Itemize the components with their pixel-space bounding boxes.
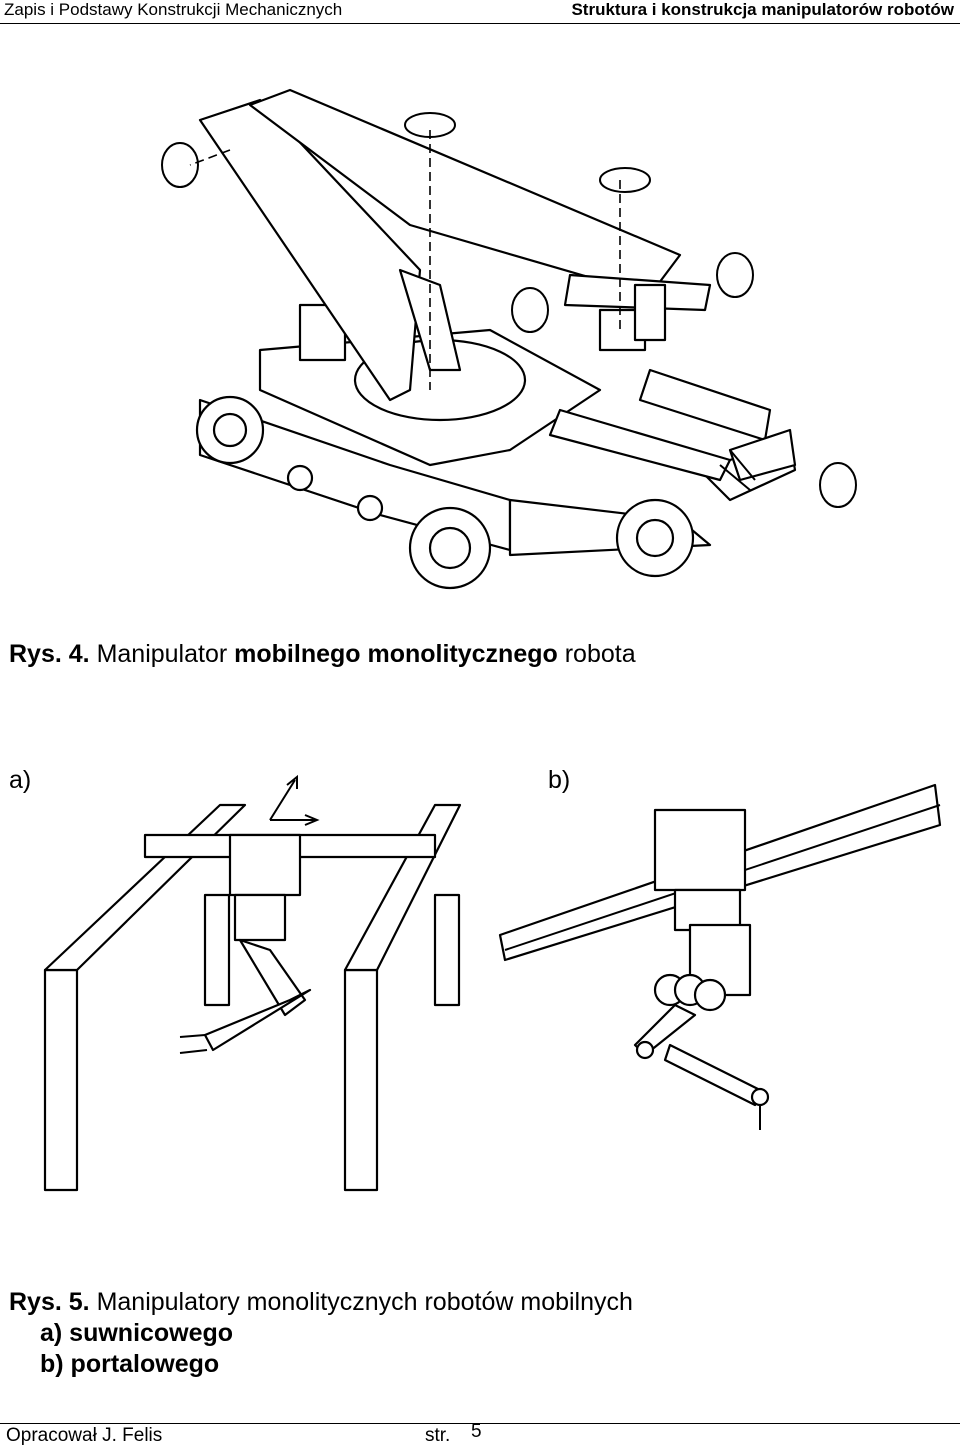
- header-course-title: Zapis i Podstawy Konstrukcji Mechaniczny…: [4, 0, 343, 19]
- figure-4-caption-part2: mobilnego monolitycznego: [234, 640, 558, 668]
- figure-5-caption-number: Rys. 5.: [9, 1288, 90, 1316]
- figure-5-item-a: a) suwnicowego: [40, 1319, 233, 1348]
- footer-divider: [0, 1423, 960, 1424]
- footer-page-label: str.: [425, 1425, 451, 1446]
- footer-author: Opracował J. Felis: [6, 1425, 163, 1446]
- figure-4-caption-number: Rys. 4.: [9, 640, 90, 668]
- figure-5b-label: b): [548, 766, 571, 794]
- figure-4-caption: Rys. 4. Manipulator mobilnego monolitycz…: [9, 640, 636, 669]
- figure-4-tracked-robot-drawing: [161, 88, 857, 590]
- figure-5a-label: a): [9, 766, 32, 794]
- figure-4-caption-part3: robota: [564, 640, 636, 668]
- figure-5a-gantry-robot-drawing: [43, 774, 462, 1192]
- header-divider: [0, 23, 960, 24]
- figure-5-item-b: b) portalowego: [40, 1350, 219, 1379]
- figure-4-caption-part1: Manipulator: [96, 640, 228, 668]
- figure-5-caption-text: Manipulatory monolitycznych robotów mobi…: [96, 1288, 633, 1316]
- page-header: Zapis i Podstawy Konstrukcji Mechaniczny…: [0, 0, 960, 24]
- footer-page-number: 5: [471, 1421, 482, 1442]
- figure-5-caption: Rys. 5. Manipulatory monolitycznych robo…: [9, 1288, 633, 1317]
- header-chapter-title: Struktura i konstrukcja manipulatorów ro…: [571, 0, 954, 19]
- figure-5-item-a-text: a) suwnicowego: [40, 1319, 234, 1347]
- figure-5-item-b-text: b) portalowego: [40, 1350, 220, 1378]
- figure-5b-portal-robot-drawing: [498, 783, 942, 1130]
